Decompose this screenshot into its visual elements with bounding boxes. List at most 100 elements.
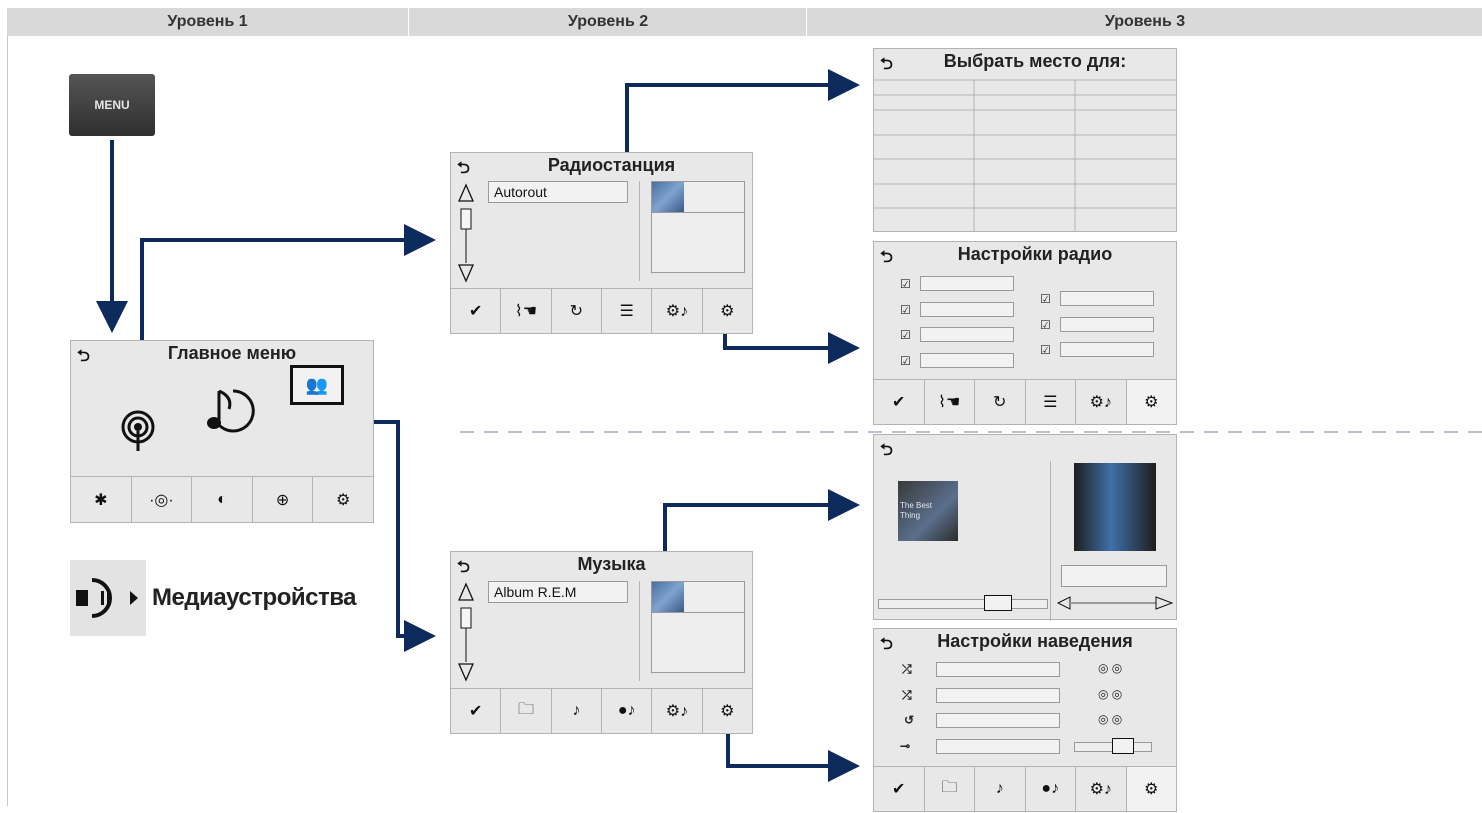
music-bar: ✔ 🗀 ♪ ●♪ ⚙♪ ⚙ bbox=[451, 688, 752, 733]
audio-settings-icon[interactable]: ⚙♪ bbox=[652, 289, 703, 333]
checkbox-icon[interactable]: ☑ bbox=[900, 303, 911, 317]
aux-level-thumb[interactable] bbox=[1112, 738, 1134, 754]
radio-options-icon[interactable]: ◎ ◎ bbox=[1098, 712, 1123, 726]
media-icon[interactable]: ◐ bbox=[192, 477, 253, 522]
music-note-icon[interactable]: ♪ bbox=[975, 767, 1026, 811]
checkbox-icon[interactable]: ☑ bbox=[900, 354, 911, 368]
left-border bbox=[7, 36, 8, 806]
player-divider bbox=[1050, 461, 1051, 621]
progress-thumb[interactable] bbox=[984, 595, 1012, 611]
shuffle-all-icon: ⤮ bbox=[902, 662, 912, 676]
option-field[interactable] bbox=[936, 713, 1060, 728]
back-icon[interactable]: ⮌ bbox=[880, 249, 893, 266]
station-name-field[interactable]: Autorout bbox=[488, 181, 628, 203]
checkbox-icon[interactable]: ☑ bbox=[1040, 292, 1051, 306]
option-field[interactable] bbox=[920, 353, 1014, 368]
option-field[interactable] bbox=[920, 327, 1014, 342]
radio-icon[interactable] bbox=[118, 409, 158, 453]
back-icon[interactable]: ⮌ bbox=[880, 636, 893, 653]
back-icon[interactable]: ⮌ bbox=[457, 160, 470, 177]
option-field[interactable] bbox=[936, 662, 1060, 677]
artist-icon[interactable]: ●♪ bbox=[602, 689, 653, 733]
refresh-icon[interactable]: ↻ bbox=[552, 289, 602, 333]
bluetooth-phone-icon[interactable]: ✱ bbox=[71, 477, 132, 522]
folder-music-icon[interactable]: 🗀 bbox=[925, 767, 975, 811]
arrow-settings-to-radio-settings bbox=[723, 330, 860, 364]
option-field[interactable] bbox=[920, 276, 1014, 291]
preset-grid[interactable] bbox=[874, 79, 1176, 231]
music-title: Музыка bbox=[577, 554, 646, 574]
audio-settings-icon[interactable]: ⚙♪ bbox=[1076, 767, 1127, 811]
progress-track-left[interactable] bbox=[878, 599, 1048, 609]
checkbox-icon[interactable]: ☑ bbox=[900, 328, 911, 342]
settings-icon[interactable]: ⚙ bbox=[1126, 767, 1176, 811]
scrollbar[interactable] bbox=[457, 582, 475, 682]
media-devices-label: Медиаустройства bbox=[152, 584, 357, 611]
back-icon[interactable]: ⮌ bbox=[77, 348, 90, 365]
folder-music-icon[interactable]: 🗀 bbox=[501, 689, 552, 733]
refresh-icon[interactable]: ↻ bbox=[975, 380, 1026, 424]
settings-icon[interactable]: ⚙ bbox=[336, 491, 351, 509]
music-screen: ⮌ Музыка Album R.E.M ✔ 🗀 ♪ ●♪ ⚙♪ ⚙ bbox=[450, 551, 753, 734]
settings-icon[interactable]: ⚙ bbox=[1126, 380, 1176, 424]
music-note-icon[interactable]: ♪ bbox=[552, 689, 602, 733]
menu-button[interactable]: MENU bbox=[69, 74, 155, 136]
radio-settings-bar: ✔ ⌇☚ ↻ ☰ ⚙♪ ⚙ bbox=[874, 379, 1176, 424]
radio-options-icon[interactable]: ◎ ◎ bbox=[1098, 687, 1123, 701]
option-field[interactable] bbox=[936, 688, 1060, 703]
album-name-field[interactable]: Album R.E.M bbox=[488, 581, 628, 603]
track-info-field bbox=[1061, 565, 1167, 587]
audio-settings-icon[interactable]: ⚙♪ bbox=[652, 689, 703, 733]
volume-slider[interactable] bbox=[1056, 593, 1174, 613]
music-icon[interactable] bbox=[205, 385, 255, 435]
radio-station-bar: ✔ ⌇☚ ↻ ☰ ⚙♪ ⚙ bbox=[451, 288, 752, 333]
list-icon[interactable]: ☰ bbox=[1026, 380, 1076, 424]
confirm-check-icon[interactable]: ✔ bbox=[874, 767, 925, 811]
back-icon[interactable]: ⮌ bbox=[880, 442, 893, 459]
back-icon[interactable]: ⮌ bbox=[880, 56, 893, 73]
checkbox-icon[interactable]: ☑ bbox=[900, 277, 911, 291]
touch-wave-icon[interactable]: ⌇☚ bbox=[501, 289, 552, 333]
music-divider bbox=[639, 581, 640, 681]
checkbox-icon[interactable]: ☑ bbox=[1040, 343, 1051, 357]
playback-settings-title: Настройки наведения bbox=[937, 631, 1133, 651]
radio-settings-title: Настройки радио bbox=[957, 244, 1113, 264]
confirm-check-icon[interactable]: ✔ bbox=[874, 380, 925, 424]
station-preview-panel bbox=[651, 181, 745, 273]
cover-text-line1: The Best bbox=[900, 501, 933, 510]
radio-options-icon[interactable]: ◎ ◎ bbox=[1098, 661, 1123, 675]
choose-place-screen: ⮌ Выбрать место для: bbox=[873, 48, 1177, 232]
settings-icon[interactable]: ⚙ bbox=[720, 703, 735, 720]
settings-icon[interactable]: ⚙ bbox=[720, 303, 735, 320]
album-cover-left[interactable]: The Best Thing bbox=[898, 481, 958, 541]
option-field[interactable] bbox=[1060, 291, 1154, 306]
audio-settings-icon[interactable]: ⚙♪ bbox=[1076, 380, 1127, 424]
column-header-level-3: Уровень 3 bbox=[806, 8, 1482, 36]
playback-settings-bar: ✔ 🗀 ♪ ●♪ ⚙♪ ⚙ bbox=[874, 766, 1176, 811]
repeat-icon: ↺ bbox=[904, 713, 915, 727]
media-devices-icon bbox=[76, 578, 138, 618]
navigation-icon[interactable]: ·◎· bbox=[132, 477, 193, 522]
list-icon[interactable]: ☰ bbox=[602, 289, 653, 333]
globe-icon[interactable]: ⊕ bbox=[253, 477, 314, 522]
touch-wave-icon[interactable]: ⌇☚ bbox=[925, 380, 975, 424]
scrollbar[interactable] bbox=[457, 183, 475, 283]
menu-button-label: MENU bbox=[94, 98, 130, 112]
playback-settings-screen: ⮌ Настройки наведения ⤮ ◎ ◎ ⤮ ◎ ◎ ↺ ◎ ◎ … bbox=[873, 628, 1177, 812]
confirm-check-icon[interactable]: ✔ bbox=[451, 689, 502, 733]
option-field[interactable] bbox=[920, 302, 1014, 317]
station-divider bbox=[639, 181, 640, 281]
artist-icon[interactable]: ●♪ bbox=[1026, 767, 1076, 811]
album-cover-right[interactable] bbox=[1074, 463, 1156, 551]
back-icon[interactable]: ⮌ bbox=[457, 559, 470, 576]
checkbox-icon[interactable]: ☑ bbox=[1040, 318, 1051, 332]
option-field[interactable] bbox=[1060, 342, 1154, 357]
confirm-check-icon[interactable]: ✔ bbox=[451, 289, 502, 333]
album-player-screen: ⮌ The Best Thing bbox=[873, 434, 1177, 621]
contacts-icon[interactable]: 👥 bbox=[290, 365, 344, 405]
radio-settings-screen: ⮌ Настройки радио ☑ ☑ ☑ ☑ ☑ ☑ ☑ ✔ ⌇☚ ↻ ☰… bbox=[873, 241, 1177, 425]
option-field[interactable] bbox=[936, 739, 1060, 754]
station-preview-line bbox=[652, 212, 744, 213]
cover-text-line2: Thing bbox=[900, 511, 921, 520]
option-field[interactable] bbox=[1060, 317, 1154, 332]
